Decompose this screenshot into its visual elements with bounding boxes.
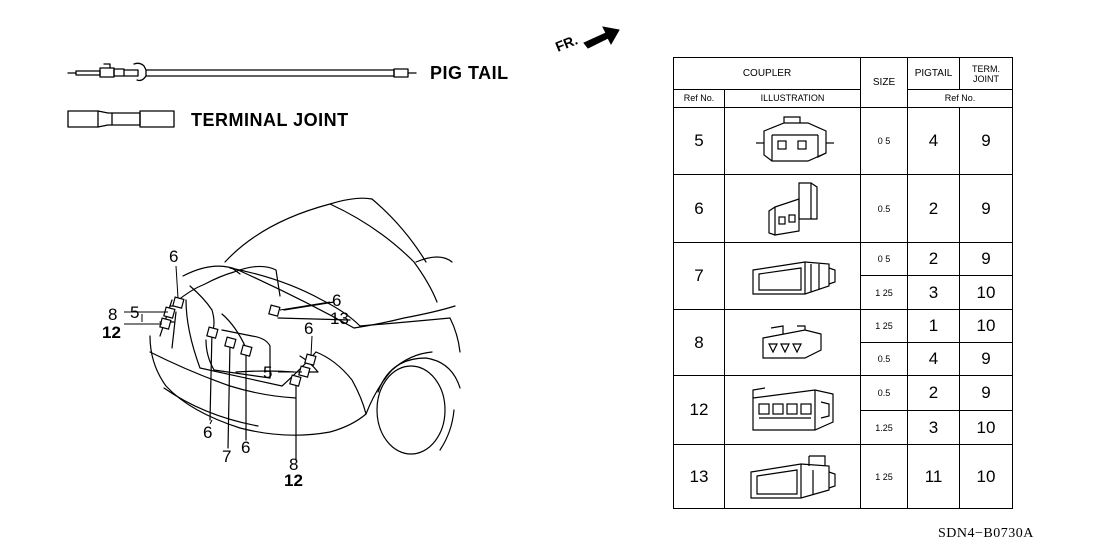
row-joint: 9	[959, 106, 1014, 176]
row-ref: 8	[673, 308, 725, 377]
header-ref-no-2: Ref No.	[907, 89, 1014, 108]
row-ref: 5	[673, 106, 725, 176]
callout-left-5: 5	[130, 303, 140, 322]
header-illustration: ILLUSTRATION	[723, 89, 862, 108]
table-row: 13 1 25 11 10	[673, 444, 1014, 509]
row-joint: 10	[959, 409, 1014, 446]
terminal-joint-icon	[67, 110, 175, 128]
callout-bottom-12: 12	[284, 471, 303, 490]
row-pigtail: 2	[907, 375, 961, 411]
row-ref: 12	[673, 375, 725, 446]
header-term-joint-line1: TERM.	[972, 63, 1001, 74]
row-joint: 9	[959, 174, 1014, 244]
connector-icon	[755, 116, 834, 162]
connector-icon	[761, 324, 822, 359]
front-arrow-icon	[583, 26, 620, 49]
callout-left-6: 6	[169, 247, 179, 266]
row-pigtail: 2	[907, 242, 961, 277]
row-pigtail: 1	[907, 308, 961, 344]
callout-bottom-7: 7	[222, 447, 232, 466]
coupler-illustration-12	[723, 375, 862, 446]
pigtail-label: PIG TAIL	[430, 63, 509, 83]
callout-bottom-6a: 6	[203, 423, 213, 442]
row-size: 1.25	[860, 409, 909, 446]
table-row: 1.25 3 10	[674, 409, 1014, 446]
row-pigtail: 4	[907, 106, 961, 176]
row-joint: 9	[959, 242, 1014, 277]
coupler-illustration-8	[723, 308, 862, 377]
row-size: 0.5	[860, 174, 909, 244]
row-pigtail: 11	[907, 444, 961, 509]
callout-mid-13: 13	[330, 309, 349, 328]
row-joint: 10	[959, 444, 1014, 509]
row-size: 0.5	[860, 342, 909, 377]
connector-icon	[751, 387, 834, 431]
row-ref: 7	[673, 242, 725, 310]
row-ref: 13	[673, 444, 725, 509]
header-pigtail: PIGTAIL	[907, 56, 961, 91]
table-row: 5 0 5 4 9	[673, 106, 1014, 176]
terminal-joint-label: TERMINAL JOINT	[191, 110, 349, 130]
callout-mid-6: 6	[332, 291, 342, 310]
callout-right-6: 6	[304, 319, 314, 338]
row-ref: 6	[673, 174, 725, 244]
car-rear-illustration	[149, 197, 461, 461]
row-pigtail: 3	[907, 409, 961, 446]
row-joint: 9	[959, 342, 1014, 377]
header-coupler: COUPLER	[672, 56, 862, 91]
connector-icon	[767, 182, 818, 236]
row-joint: 9	[959, 375, 1014, 411]
row-size: 1 25	[860, 308, 909, 344]
row-pigtail: 2	[907, 174, 961, 244]
callout-bottom-6b: 6	[241, 438, 251, 457]
coupler-illustration-5	[723, 106, 862, 176]
row-pigtail: 4	[907, 342, 961, 377]
diagram-code: SDN4−B0730A	[938, 526, 1034, 541]
connector-icon	[749, 455, 836, 499]
callout-right-5: 5	[263, 363, 273, 382]
row-size: 1 25	[860, 444, 909, 509]
row-pigtail: 3	[907, 275, 961, 310]
callout-left-12: 12	[102, 323, 121, 342]
table-row: 8 1 25 1 10	[673, 308, 1014, 377]
header-size: SIZE	[860, 57, 909, 108]
callout-bottom-8: 8	[289, 455, 299, 474]
header-term-joint: TERM. JOINT	[959, 56, 1014, 91]
table-row: 12 0.5 2 9	[673, 375, 1014, 446]
row-size: 0 5	[860, 242, 909, 277]
coupler-illustration-7	[723, 242, 862, 310]
header-term-joint-line2: JOINT	[973, 73, 1000, 84]
row-size: 0.5	[860, 375, 909, 411]
coupler-table: COUPLER SIZE PIGTAIL TERM. JOINT Ref No.…	[672, 56, 1014, 509]
coupler-illustration-13	[723, 444, 862, 509]
coupler-illustration-6	[723, 174, 862, 244]
callout-left-8: 8	[108, 305, 118, 324]
table-row: 6 0.5 2 9	[673, 174, 1014, 244]
header-ref-no: Ref No.	[673, 89, 725, 108]
row-size: 1 25	[860, 275, 909, 310]
table-row: 7 0 5 2 9	[673, 242, 1014, 310]
row-size: 0 5	[860, 106, 909, 176]
row-joint: 10	[959, 275, 1014, 310]
row-joint: 10	[959, 308, 1014, 344]
pigtail-icon	[67, 62, 417, 82]
connector-icon	[751, 261, 836, 295]
